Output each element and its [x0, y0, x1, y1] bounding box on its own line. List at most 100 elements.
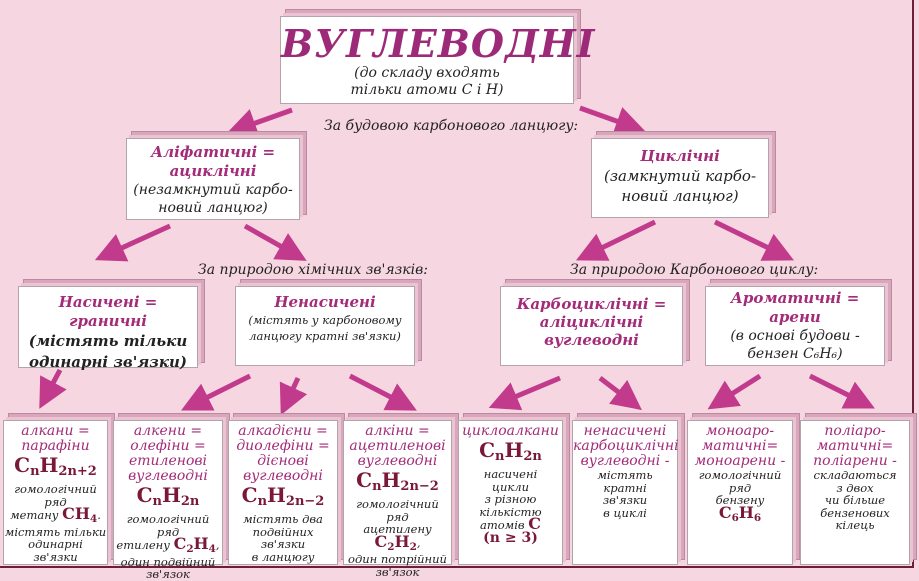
card-description: гомологічний ряд бензену C6H6 — [688, 469, 792, 524]
unsaturated-title: Ненасичені — [274, 293, 376, 311]
arrow — [713, 219, 794, 261]
formula-part: 6 — [731, 511, 739, 524]
formula-part: C — [528, 514, 541, 533]
example-formula: C — [528, 514, 541, 533]
card-description: гомологічний ряд метану CH4. містять тіл… — [4, 483, 107, 563]
formula-part: 6 — [753, 511, 762, 524]
saturated-title: Насичені = граничні — [58, 293, 158, 330]
formula-part: H — [39, 453, 59, 477]
arrow — [488, 375, 561, 411]
title-subtitle: (до складу входять тільки атоми С і Н) — [350, 65, 504, 98]
card-title: алкіни = ацетиленові вуглеводні — [349, 423, 446, 469]
formula-part: H — [267, 483, 286, 507]
formula-part: 2n+2 — [58, 464, 97, 479]
formula-part: n — [495, 449, 505, 464]
arrow — [39, 368, 67, 409]
arrow — [94, 223, 172, 262]
caption-bonds: За природою хімічних зв'язків: — [198, 262, 428, 278]
card-description: насичені цикли з різною кількістю атомів… — [459, 467, 562, 546]
formula-part: C — [718, 502, 732, 522]
card-title: алкени = олефіни = етиленові вуглеводні — [128, 423, 208, 484]
formula-part: C — [14, 453, 31, 477]
card-title: ненасичені карбоциклічні вуглеводні - — [573, 423, 679, 469]
cyclic-desc: (замкнутий карбо- новий ланцюг) — [603, 167, 757, 205]
aliphatic-title: Аліфатичні = ациклічні — [150, 143, 276, 180]
description-text: гомологічний ряд ацетилену — [356, 497, 439, 536]
description-text: гомологічний ряд етилену — [116, 512, 210, 552]
formula-part: H — [193, 534, 209, 553]
card-title: циклоалкани — [462, 423, 559, 439]
formula-part: H — [394, 531, 410, 551]
formula-part: C — [136, 483, 153, 507]
formula-part: 2n−2 — [285, 494, 325, 509]
caption-cycle: За природою Карбонового циклу: — [570, 262, 819, 278]
example-formula: CH4 — [62, 504, 98, 526]
card-title: алкадієни = диолефіни = дієнові вуглевод… — [236, 423, 330, 484]
example-formula: C2H2 — [374, 531, 417, 553]
description-text: гомологічний ряд метану — [10, 482, 97, 522]
general-formula: CnH2n — [459, 439, 562, 468]
title-box: ВУГЛЕВОДНІ (до складу входять тільки ато… — [280, 16, 596, 104]
card-description: складаються з двох чи більше бензенових … — [801, 469, 909, 532]
card-title: моноаро- матичні= моноарени - — [694, 423, 786, 469]
formula-part: n — [257, 494, 268, 509]
card-unsaturated-carbocyclic: ненасичені карбоциклічні вуглеводні -міс… — [572, 420, 679, 565]
saturated-box: Насичені = граничні (містять тільки один… — [18, 286, 198, 371]
aromatic-title: Ароматичні = арени — [730, 289, 860, 326]
formula-part: CH — [62, 504, 90, 523]
arrow — [707, 373, 762, 410]
note: (n ≥ 3) — [483, 529, 538, 546]
aliphatic-desc: (незамкнутий карбо- новий ланцюг) — [133, 182, 293, 216]
formula-part: C — [356, 468, 373, 492]
caption-structure: За будовою карбонового ланцюгу: — [324, 118, 579, 134]
aromatic-desc: (в основі будови - бензен C₆H₆) — [730, 328, 860, 362]
formula-part: C — [173, 534, 187, 553]
formula-part: H — [738, 502, 754, 522]
arrow — [243, 223, 307, 261]
card-title: поліаро- матичні= поліарени - — [813, 423, 897, 469]
formula-part: n — [152, 494, 162, 509]
description-text: містять кратні зв'язки в циклі — [597, 468, 653, 520]
description-text: насичені цикли з різною кількістю атомів — [479, 467, 542, 532]
frame — [0, 0, 914, 568]
arrow — [348, 373, 417, 411]
formula-part: 2n — [180, 494, 200, 509]
aliphatic-box: Аліфатичні = ациклічні (незамкнутий карб… — [126, 138, 300, 220]
card-title: алкани = парафіни — [21, 423, 90, 454]
formula-part: C — [241, 483, 258, 507]
description-text: . містять тільки одинарні зв'язки — [4, 508, 107, 564]
formula-part: C — [479, 438, 496, 462]
saturated-desc: (містять тільки одинарні зв'язки) — [28, 332, 188, 371]
arrow — [279, 376, 308, 416]
general-formula: CnH2n+2 — [4, 454, 107, 483]
cyclic-title: Циклічні — [640, 147, 720, 165]
card-description: містять кратні зв'язки в циклі — [573, 469, 677, 519]
diagram-title: ВУГЛЕВОДНІ — [281, 21, 596, 66]
cyclic-box: Циклічні (замкнутий карбо- новий ланцюг) — [591, 138, 769, 218]
formula-part: n — [372, 479, 382, 494]
card-description: гомологічний ряд ацетилену C2H2, один по… — [344, 498, 451, 578]
formula-part: 4 — [89, 513, 98, 525]
example-formula: C6H6 — [718, 502, 762, 524]
formula-part: C — [374, 531, 388, 551]
card-description: містять два подвійних зв'язки в ланцюгу — [229, 513, 337, 563]
unsaturated-desc: (містять у карбоновому ланцюгу кратні зв… — [248, 313, 402, 343]
carbocyclic-box: Карбоциклічні = аліциклічні вуглеводні — [500, 286, 683, 366]
arrow — [576, 219, 657, 261]
aromatic-box: Ароматичні = арени (в основі будови - бе… — [705, 286, 885, 366]
description-text: складаються з двох чи більше бензенових … — [813, 468, 897, 532]
formula-part: 2n−2 — [400, 479, 439, 494]
example-formula: C2H4 — [173, 534, 216, 556]
carbocyclic-title: Карбоциклічні = аліциклічні вуглеводні — [516, 295, 667, 349]
card-polyarenes: поліаро- матичні= поліарени -складаються… — [800, 420, 910, 565]
general-formula: CnH2n−2 — [229, 484, 337, 513]
formula-part: 2 — [409, 540, 417, 553]
formula-part: 4 — [208, 543, 216, 555]
formula-part: H — [381, 468, 401, 492]
unsaturated-box: Ненасичені (містять у карбоновому ланцюг… — [235, 286, 415, 366]
